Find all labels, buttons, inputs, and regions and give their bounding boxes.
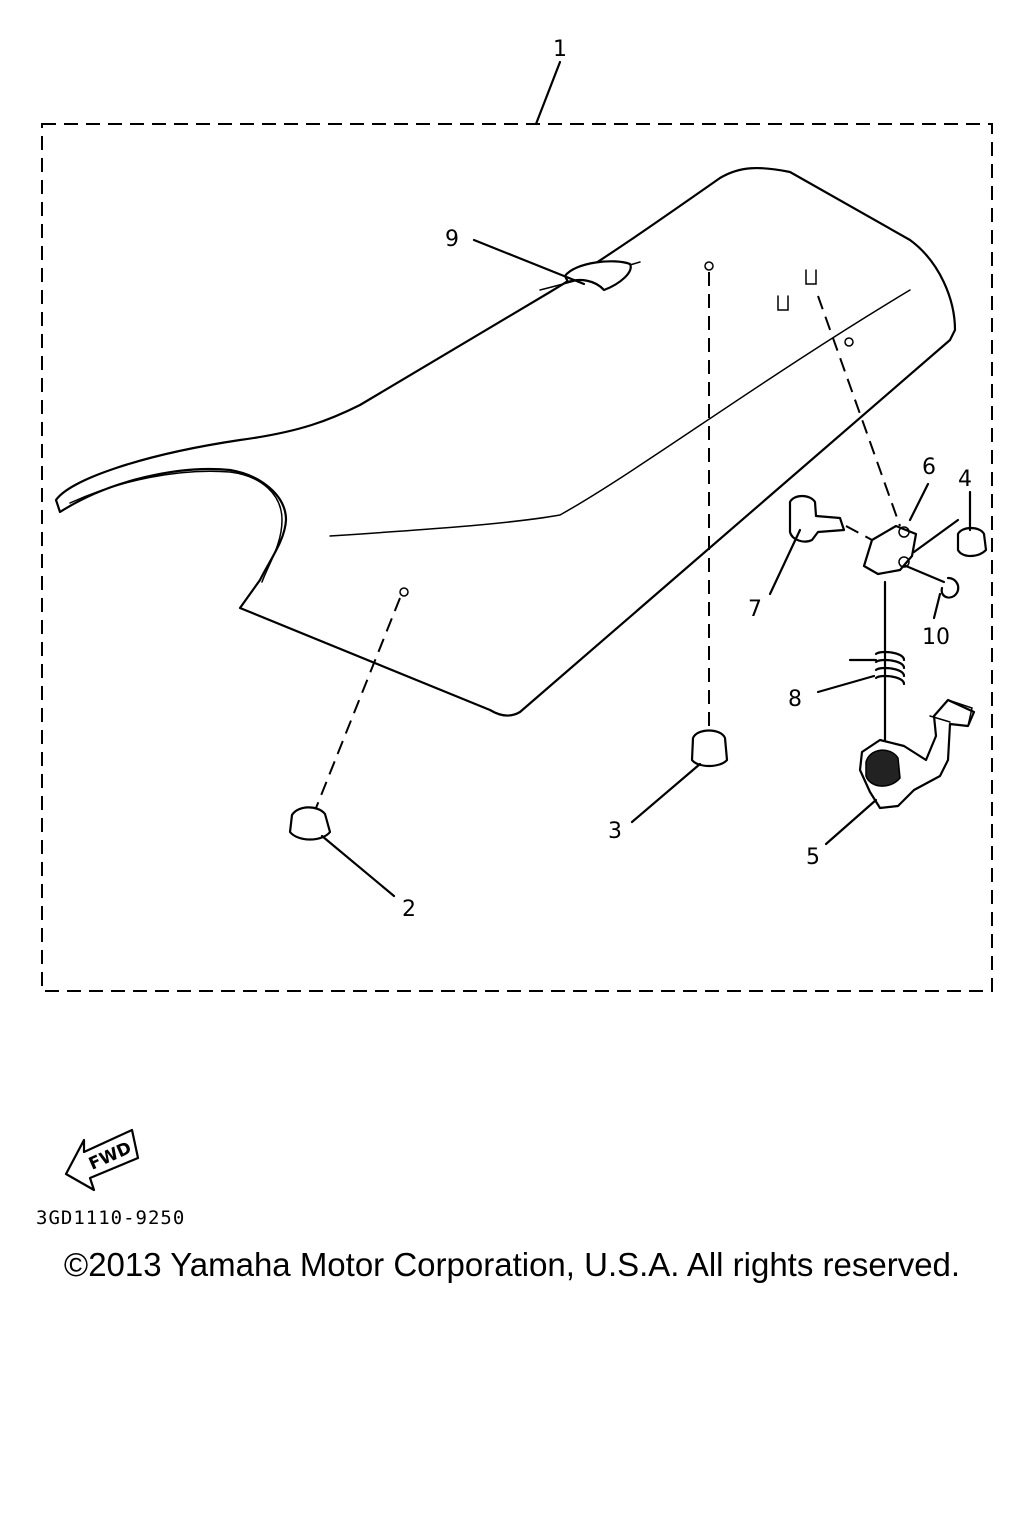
damper-part-3 <box>690 729 729 768</box>
callout-5: 5 <box>806 845 820 870</box>
diagram-code: 3GD1110-9250 <box>36 1207 185 1229</box>
spring-part-8 <box>848 650 906 686</box>
leader-line-5 <box>824 798 878 846</box>
connector-6-4 <box>912 518 960 554</box>
callout-2: 2 <box>402 897 416 922</box>
leader-line-1 <box>534 60 562 126</box>
leader-dashed-2 <box>315 597 401 809</box>
damper-part-2 <box>288 806 332 841</box>
leader-line-2 <box>320 834 396 898</box>
callout-8: 8 <box>788 687 802 712</box>
grommet-part-4 <box>956 526 988 558</box>
copyright-notice: ©2013 Yamaha Motor Corporation, U.S.A. A… <box>63 1246 961 1283</box>
leader-line-7 <box>768 528 802 596</box>
callout-6: 6 <box>922 455 936 480</box>
connector-6-10 <box>904 564 946 584</box>
lock-lever-part-5 <box>858 698 976 810</box>
connector-7-6 <box>845 525 873 541</box>
callout-1: 1 <box>553 37 567 62</box>
callout-7: 7 <box>748 597 762 622</box>
clip-part-10 <box>940 576 960 599</box>
assembly-dashed-boundary <box>41 123 993 992</box>
leader-line-9 <box>472 238 586 286</box>
callout-3: 3 <box>608 819 622 844</box>
seat-cushion <box>54 166 957 717</box>
leader-line-6 <box>908 482 930 522</box>
leader-dashed-lock <box>817 295 901 527</box>
leader-line-10 <box>932 592 942 620</box>
fwd-arrow-icon: FWD <box>64 1128 140 1192</box>
callout-10: 10 <box>922 625 950 650</box>
bolt-part-7 <box>788 494 846 543</box>
leader-line-3 <box>630 762 702 824</box>
callout-4: 4 <box>958 467 972 492</box>
callout-9: 9 <box>445 227 459 252</box>
leader-line-8 <box>816 674 876 694</box>
plate-part-6 <box>862 524 918 576</box>
